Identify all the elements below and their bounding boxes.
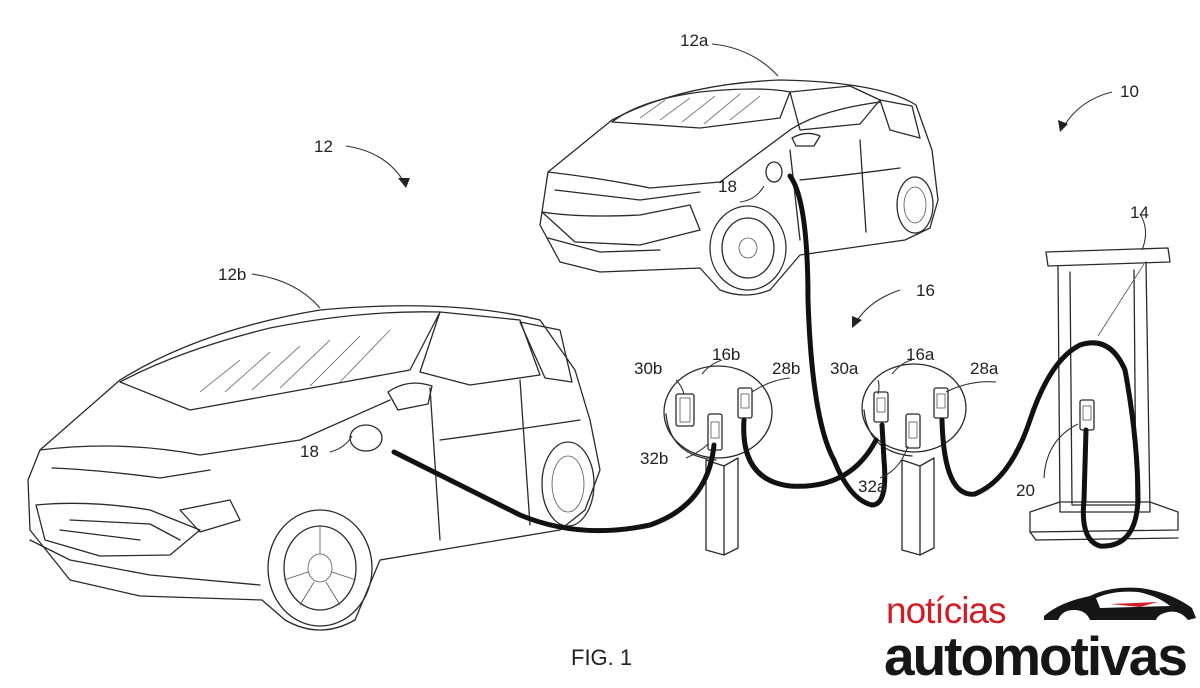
label-28b: 28b [772, 359, 800, 378]
label-14: 14 [1130, 203, 1149, 222]
cable-12a [790, 176, 885, 505]
label-32b: 32b [640, 449, 668, 468]
label-12b: 12b [218, 265, 246, 284]
label-30b: 30b [634, 359, 662, 378]
label-32a: 32a [858, 477, 887, 496]
charger-14-drawing [1030, 248, 1178, 540]
label-16b: 16b [712, 345, 740, 364]
label-16: 16 [916, 281, 935, 300]
label-18-a: 18 [718, 177, 737, 196]
label-18-b: 18 [300, 442, 319, 461]
vehicle-12b-drawing [28, 306, 600, 630]
connector-16a-drawing [862, 364, 966, 555]
figure-caption: FIG. 1 [571, 645, 632, 671]
label-30a: 30a [830, 359, 859, 378]
label-20: 20 [1016, 481, 1035, 500]
car-silhouette-icon [1040, 580, 1200, 624]
watermark-bottom-text: automotivas [884, 624, 1186, 688]
cable-16b-16a [744, 420, 876, 486]
label-12a: 12a [680, 31, 709, 50]
reference-labels: 12a 10 12 18 14 12b 16 16b 16a 30b 28b 3… [218, 31, 1149, 500]
label-10: 10 [1120, 82, 1139, 101]
label-16a: 16a [906, 345, 935, 364]
vehicle-12a-drawing [540, 80, 938, 295]
watermark-logo: notícias automotivas [884, 578, 1200, 684]
connector-16b-drawing [664, 366, 772, 555]
label-28a: 28a [970, 359, 999, 378]
label-12: 12 [314, 137, 333, 156]
